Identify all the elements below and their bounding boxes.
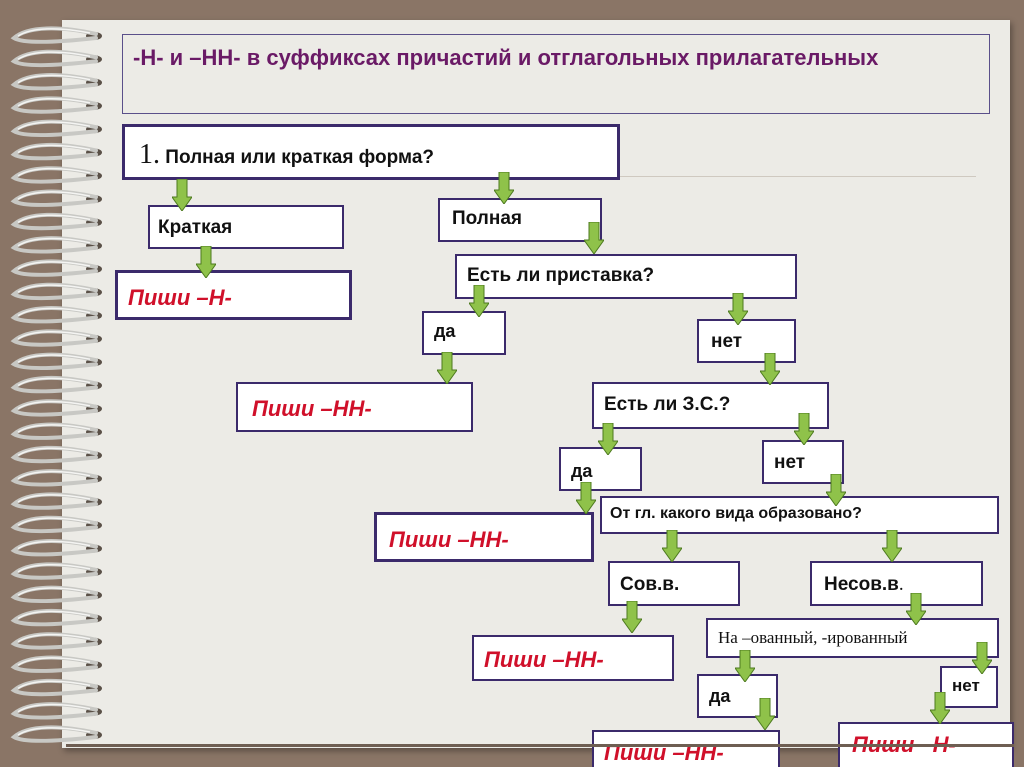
dependent-no-box: нет (762, 440, 844, 484)
aspect-question-box: От гл. какого вида образовано? (600, 496, 999, 534)
spiral-coil (10, 142, 102, 161)
arrow-down-icon (598, 423, 618, 455)
spiral-coil (10, 73, 102, 91)
arrow-down-icon (622, 601, 642, 633)
spiral-coil (10, 608, 102, 627)
arrow-down-icon (172, 179, 192, 211)
short-form-box: Краткая (148, 205, 344, 249)
spiral-binding (10, 26, 102, 743)
spiral-coil (10, 375, 102, 394)
imperfective-box: Несов.в. (810, 561, 983, 606)
spiral-coil (10, 585, 102, 603)
prefix-yes-box: да (422, 311, 506, 355)
page-bottom-edge (66, 744, 1014, 747)
spiral-coil (10, 539, 102, 557)
arrow-down-icon (882, 530, 902, 562)
spiral-coil (10, 655, 102, 673)
imperfective-dot: . (898, 574, 904, 595)
prefix-question-box: Есть ли приставка? (455, 254, 797, 299)
spiral-coil (10, 212, 102, 231)
spiral-coil (10, 632, 102, 650)
arrow-down-icon (930, 692, 950, 724)
result-write-nn-suffix: Пиши –НН- (592, 730, 780, 767)
spiral-coil (10, 445, 102, 464)
full-form-box: Полная (438, 198, 602, 242)
spiral-coil (10, 259, 102, 277)
prefix-no-box: нет (697, 319, 796, 363)
question-number: 1. (139, 139, 160, 170)
spiral-coil (10, 515, 102, 534)
arrow-down-icon (576, 482, 596, 514)
suffix-question-box: На –ованный, -ированный (706, 618, 999, 658)
spiral-coil (10, 725, 102, 743)
arrow-down-icon (494, 172, 514, 204)
arrow-down-icon (906, 593, 926, 625)
slide-title: -Н- и –НН- в суффиксах причастий и отгла… (122, 34, 990, 114)
result-write-nn-prefix: Пиши –НН- (236, 382, 473, 432)
question-form-box: 1. Полная или краткая форма? (122, 124, 620, 180)
spiral-coil (10, 469, 102, 487)
arrow-down-icon (728, 293, 748, 325)
suffix-no-box: нет (940, 666, 998, 708)
arrow-down-icon (755, 698, 775, 730)
spiral-coil (10, 422, 102, 440)
spiral-coil (10, 282, 102, 301)
arrow-down-icon (760, 353, 780, 385)
question-form-text: Полная или краткая форма? (165, 147, 434, 168)
spiral-coil (10, 96, 102, 114)
arrow-down-icon (794, 413, 814, 445)
result-write-nn-perfective: Пиши –НН- (472, 635, 674, 681)
spiral-coil (10, 189, 102, 207)
result-write-nn-dependent: Пиши –НН- (374, 512, 594, 562)
result-write-n-short: Пиши –Н- (115, 270, 352, 320)
spiral-coil (10, 702, 102, 720)
spiral-coil (10, 119, 102, 137)
spiral-coil (10, 49, 102, 68)
page-rule-line (600, 176, 976, 177)
arrow-down-icon (826, 474, 846, 506)
arrow-down-icon (662, 530, 682, 562)
perfective-box: Сов.в. (608, 561, 740, 606)
spiral-coil (10, 306, 102, 324)
arrow-down-icon (196, 246, 216, 278)
arrow-down-icon (972, 642, 992, 674)
arrow-down-icon (437, 352, 457, 384)
spiral-coil (10, 492, 102, 510)
arrow-down-icon (735, 650, 755, 682)
dependent-words-question-box: Есть ли З.С.? (592, 382, 829, 429)
spiral-coil (10, 26, 102, 44)
spiral-coil (10, 399, 102, 417)
spiral-coil (10, 352, 102, 370)
imperfective-label: Несов.в (824, 574, 899, 595)
spiral-coil (10, 329, 102, 347)
spiral-coil (10, 562, 102, 580)
spiral-coil (10, 236, 102, 254)
arrow-down-icon (469, 285, 489, 317)
dependent-yes-box: да (559, 447, 642, 491)
arrow-down-icon (584, 222, 604, 254)
spiral-coil (10, 166, 102, 184)
spiral-coil (10, 678, 102, 697)
